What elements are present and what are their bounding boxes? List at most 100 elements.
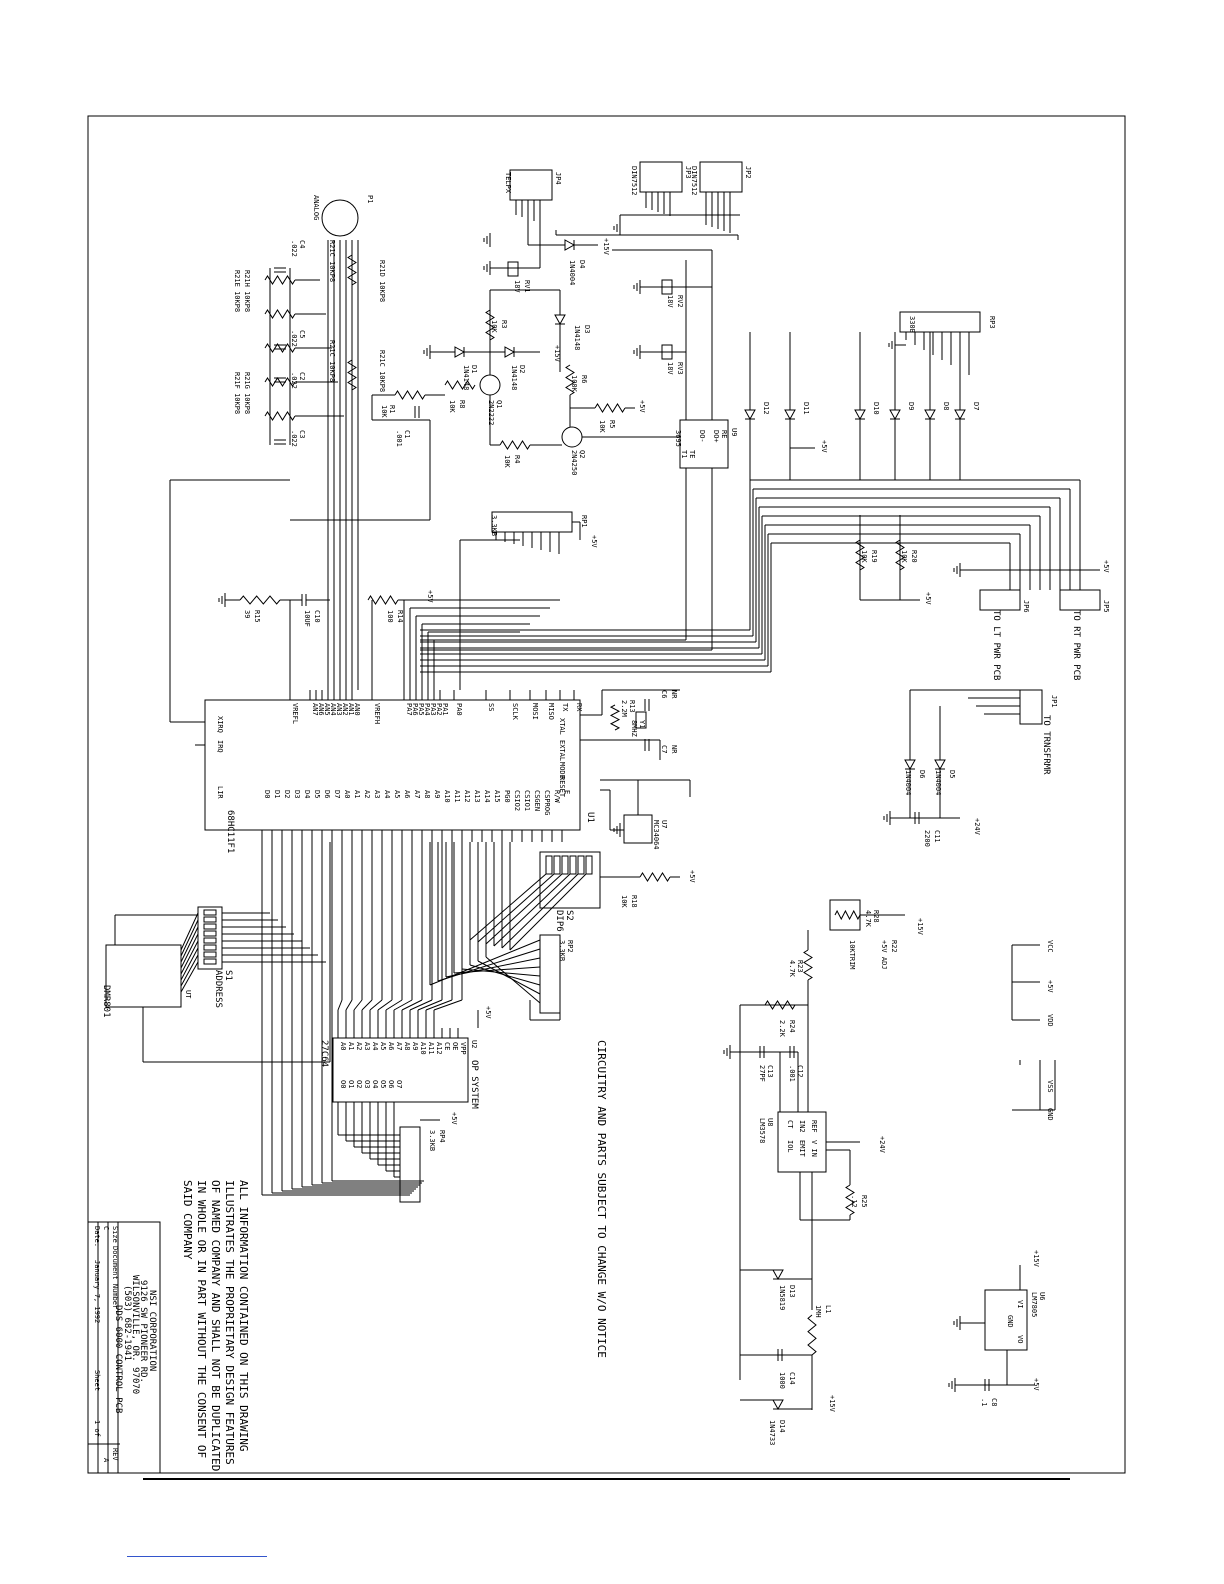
r6-ref-group: R6 bbox=[580, 375, 588, 383]
u1-bottom-pin-label-group: A2 bbox=[363, 790, 371, 798]
r8-value: 10K bbox=[448, 400, 456, 413]
wire bbox=[361, 999, 373, 1011]
r15-value-group: 39 bbox=[243, 610, 251, 618]
u1-top-pin-label: PA2 bbox=[435, 703, 443, 716]
c6-value: NR bbox=[670, 690, 678, 699]
wire bbox=[345, 999, 353, 1011]
u6-ref: U6 bbox=[1038, 1292, 1046, 1300]
rp1-p5: +5V bbox=[590, 535, 598, 548]
r1-ref-group: R1 bbox=[388, 405, 396, 413]
u2-pin-label: CE bbox=[443, 1042, 451, 1050]
s1-switch bbox=[203, 909, 217, 916]
u8-p24: +24V bbox=[878, 1136, 886, 1154]
r4-ref-group: R4 bbox=[513, 455, 521, 463]
u6-vi-group: VI bbox=[1016, 1300, 1024, 1308]
c7-value-group: NR bbox=[670, 745, 678, 754]
wire bbox=[803, 949, 813, 981]
u1-top-pin-label-group: AN7 bbox=[311, 703, 319, 716]
u6-gnd-group: GND bbox=[1006, 1315, 1014, 1328]
s1-switch bbox=[203, 951, 217, 958]
r28-p15-group: +15V bbox=[916, 918, 924, 936]
wire bbox=[829, 899, 861, 931]
company-name: NSI CORPORATION bbox=[147, 1290, 157, 1371]
d2-value-group: 1N4148 bbox=[510, 365, 518, 390]
u1-top-pin-label: PA4 bbox=[423, 703, 431, 716]
company-address2: WILSONVILLE, OR. 97070 bbox=[130, 1275, 140, 1394]
u1-top-pin-label: AN3 bbox=[335, 703, 343, 716]
wire bbox=[504, 346, 516, 358]
wire bbox=[807, 1314, 817, 1356]
u2-note: OP SYSTEM bbox=[469, 1060, 479, 1109]
wire bbox=[644, 739, 650, 751]
u2-pin-label: VPP bbox=[459, 1042, 467, 1055]
d6-value: 1N4004 bbox=[904, 770, 912, 795]
rp2-ref: RP2 bbox=[566, 940, 574, 953]
company-address1: 9126 SW PIONEER RD. bbox=[138, 1280, 148, 1383]
wire bbox=[904, 759, 916, 771]
u9-t1-group: T1 bbox=[680, 450, 688, 458]
u1-modb-group: MODB bbox=[558, 762, 566, 779]
wire bbox=[301, 594, 307, 606]
u1-bottom-pin-label: A8 bbox=[423, 790, 431, 798]
change-notice: CIRCUITRY AND PARTS SUBJECT TO CHANGE W/… bbox=[595, 1040, 608, 1358]
date-label: Date: bbox=[93, 1226, 101, 1247]
u1-bottom-pin-label: A11 bbox=[453, 790, 461, 803]
q2-value: 2N4250 bbox=[570, 450, 578, 475]
q2-ref: Q2 bbox=[578, 450, 586, 458]
rp1-ref: RP1 bbox=[580, 515, 588, 528]
r21f-label: R21F 10KP8 bbox=[233, 372, 241, 414]
wire bbox=[274, 377, 286, 383]
u1-top-pin-label-group: PA1 bbox=[441, 703, 449, 716]
r15-value: 39 bbox=[243, 610, 251, 618]
u2-pin-label: OE bbox=[451, 1042, 459, 1050]
u1-top-pin-label-group: MISO bbox=[547, 703, 555, 720]
u1-top-pin-label: PA5 bbox=[417, 703, 425, 716]
u8-iol: IOL bbox=[786, 1140, 794, 1153]
u1-reset: RESET bbox=[558, 776, 566, 798]
r22-value: 10KTRIM bbox=[848, 940, 856, 970]
d2-p15-group: +15V bbox=[553, 345, 561, 363]
jp5-name: TO RT PWR PCB bbox=[1071, 610, 1081, 680]
d6-ref: D6 bbox=[918, 770, 926, 778]
wire bbox=[855, 539, 865, 571]
c7-value: NR bbox=[670, 745, 678, 754]
r5-p5: +5V bbox=[638, 400, 646, 413]
r8-value-group: 10K bbox=[448, 400, 456, 413]
ut-dmr801: DMR801 UT bbox=[101, 944, 192, 1018]
u2-data-label: O0 bbox=[339, 1080, 347, 1088]
u2-pin-label-group: A4 bbox=[371, 1042, 379, 1050]
u6-vo: VO bbox=[1016, 1335, 1024, 1343]
u7-mc34064: U7 MC34064 bbox=[623, 814, 668, 850]
wire bbox=[924, 409, 936, 421]
r28-ref: R28 bbox=[872, 910, 880, 923]
wire bbox=[437, 948, 541, 982]
wire bbox=[264, 343, 296, 353]
u9-3695: U9 3695 bbox=[674, 419, 738, 469]
c3-value-group: .022 bbox=[290, 430, 298, 447]
u1-bottom-pin-label-group: D2 bbox=[283, 790, 291, 798]
u9-t1: T1 bbox=[680, 450, 688, 458]
u1-top-pin-label-group: PA2 bbox=[435, 703, 443, 716]
u1-top-pin-label-group: TX bbox=[561, 703, 569, 712]
u9-re-group: RE bbox=[720, 430, 728, 438]
u2-pin-label-group: CE bbox=[443, 1042, 451, 1050]
u2-pin-label-group: A1 bbox=[347, 1042, 355, 1050]
sheet-value: 1 of bbox=[93, 1420, 101, 1437]
u1-bottom-pin-label: D6 bbox=[323, 790, 331, 798]
jp6-name: TO LT PWR PCB bbox=[991, 610, 1001, 680]
d4-ref-group: D4 bbox=[578, 260, 586, 268]
u1-top-pin-label-group: AN1 bbox=[347, 703, 355, 716]
u8-iol-group: IOL bbox=[786, 1140, 794, 1153]
c6-value-group: NR bbox=[670, 690, 678, 699]
led-ref: D10 bbox=[872, 402, 880, 415]
wire bbox=[954, 409, 966, 421]
u8-ref: U8 bbox=[766, 1118, 774, 1126]
u1-top-pin-label-group: PA5 bbox=[417, 703, 425, 716]
wire bbox=[394, 390, 426, 400]
c2-value-group: .022 bbox=[290, 372, 298, 389]
rv3-ref-group: RV3 bbox=[676, 362, 684, 375]
u9-re: RE bbox=[720, 430, 728, 438]
c2-ref-group: C2 bbox=[298, 372, 306, 380]
u9-name: 3695 bbox=[674, 430, 682, 447]
s1-switch bbox=[203, 923, 217, 930]
